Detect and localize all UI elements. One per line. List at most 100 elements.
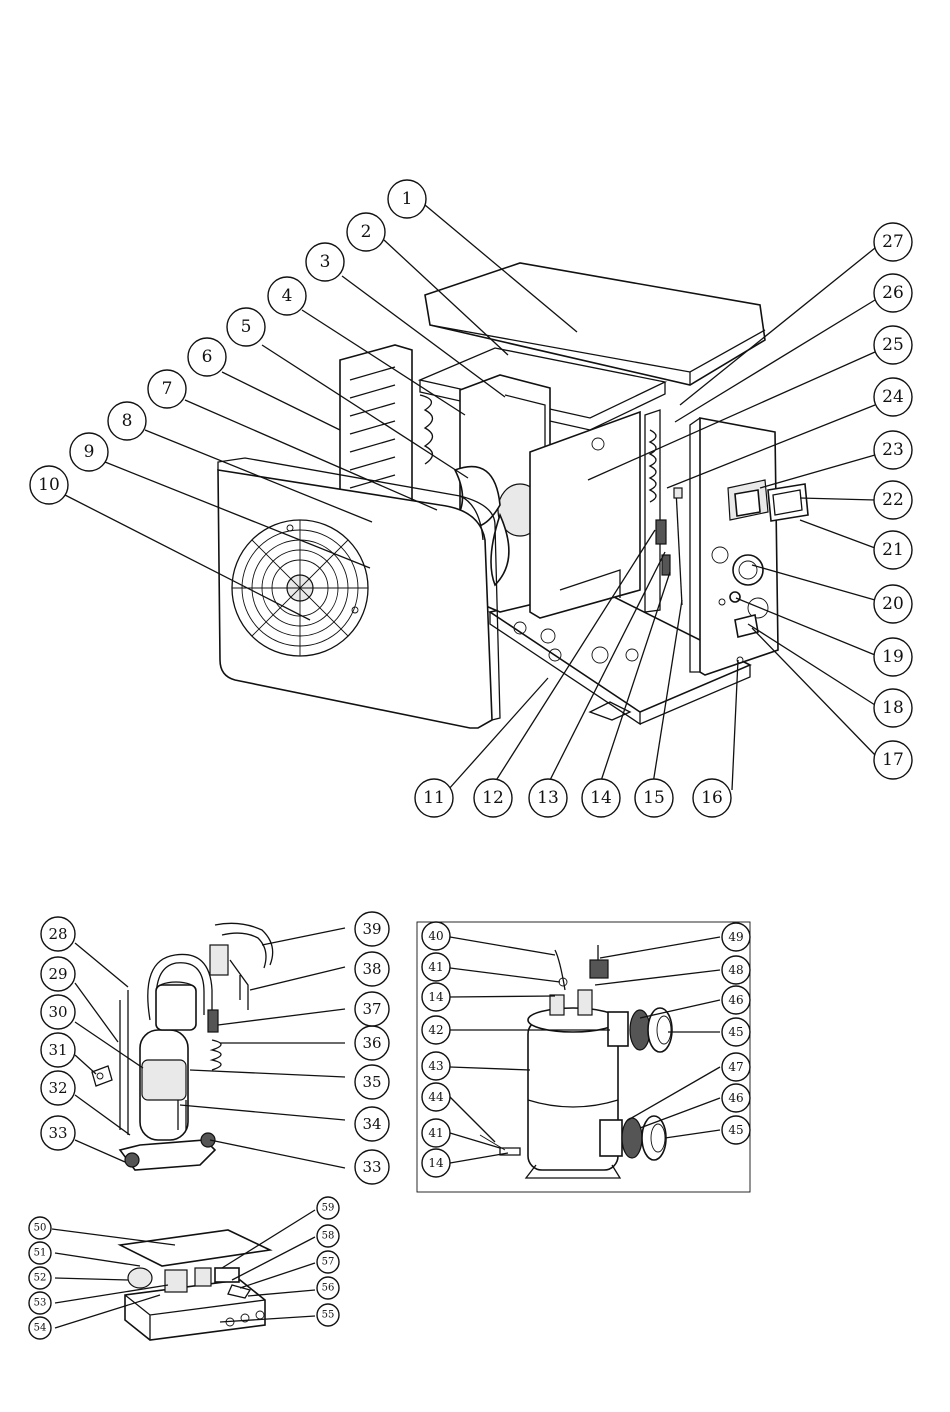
callout-46: 46	[722, 1084, 750, 1112]
callout-24: 24	[874, 378, 912, 416]
callout-19: 19	[874, 638, 912, 676]
callout-43: 43	[422, 1052, 450, 1080]
callout-51: 51	[29, 1242, 51, 1264]
callout-36: 36	[355, 1026, 389, 1060]
callout-number: 47	[728, 1060, 743, 1074]
callout-41: 41	[422, 1119, 450, 1147]
callout-number: 45	[728, 1025, 743, 1039]
callout-number: 10	[38, 475, 60, 495]
callout-32: 32	[41, 1071, 75, 1105]
callout-54: 54	[29, 1317, 51, 1339]
callout-number: 39	[362, 920, 381, 938]
callout-39: 39	[355, 912, 389, 946]
callout-37: 37	[355, 992, 389, 1026]
callout-number: 52	[34, 1273, 47, 1284]
callout-number: 4	[282, 286, 293, 306]
callout-25: 25	[874, 326, 912, 364]
callout-46: 46	[722, 986, 750, 1014]
callout-number: 35	[362, 1073, 381, 1091]
drain-ring	[730, 592, 740, 602]
callout-10: 10	[30, 466, 68, 504]
callout-number: 1	[402, 189, 413, 209]
callout-28: 28	[41, 917, 75, 951]
callout-number: 31	[48, 1041, 67, 1059]
callout-number: 11	[423, 788, 445, 808]
callout-31: 31	[41, 1033, 75, 1067]
callout-number: 29	[48, 965, 67, 983]
front-panel	[218, 470, 492, 728]
callout-50: 50	[29, 1217, 51, 1239]
callout-52: 52	[29, 1267, 51, 1289]
callout-number: 20	[882, 594, 904, 614]
callout-29: 29	[41, 957, 75, 991]
callout-41: 41	[422, 953, 450, 981]
callout-4: 4	[268, 277, 306, 315]
callout-58: 58	[317, 1225, 339, 1247]
callout-number: 42	[428, 1023, 443, 1037]
callout-number: 49	[728, 930, 743, 944]
callout-number: 19	[882, 647, 904, 667]
callout-number: 22	[882, 490, 904, 510]
callout-number: 41	[428, 1126, 443, 1140]
upper-union	[608, 1012, 628, 1046]
callout-number: 53	[34, 1298, 47, 1309]
compressor-drawing	[92, 923, 273, 1170]
callout-number: 13	[537, 788, 559, 808]
callout-number: 25	[882, 335, 904, 355]
callout-6: 6	[188, 338, 226, 376]
callout-number: 27	[882, 232, 904, 252]
callout-number: 8	[122, 411, 133, 431]
callout-13: 13	[529, 779, 567, 817]
callout-number: 48	[728, 963, 743, 977]
callout-number: 12	[482, 788, 504, 808]
callout-number: 7	[162, 379, 173, 399]
callout-number: 24	[882, 387, 904, 407]
callout-number: 57	[322, 1257, 335, 1268]
accumulator	[156, 985, 196, 1030]
callout-45: 45	[722, 1018, 750, 1046]
callout-2: 2	[347, 213, 385, 251]
callout-45: 45	[722, 1116, 750, 1144]
callout-1: 1	[388, 180, 426, 218]
callout-number: 37	[362, 1000, 381, 1018]
reversing-valve	[210, 945, 228, 975]
callout-number: 16	[701, 788, 723, 808]
callout-21: 21	[874, 531, 912, 569]
callout-16: 16	[693, 779, 731, 817]
callout-59: 59	[317, 1197, 339, 1219]
callout-number: 28	[48, 925, 67, 943]
callout-9: 9	[70, 433, 108, 471]
callout-number: 5	[241, 317, 252, 337]
callout-number: 33	[48, 1124, 67, 1142]
callout-number: 9	[84, 442, 95, 462]
callout-number: 56	[322, 1283, 335, 1294]
callout-number: 33	[362, 1158, 381, 1176]
callout-30: 30	[41, 995, 75, 1029]
callout-number: 32	[48, 1079, 67, 1097]
lower-union	[600, 1120, 622, 1156]
callout-34: 34	[355, 1107, 389, 1141]
callout-42: 42	[422, 1016, 450, 1044]
callout-33: 33	[355, 1150, 389, 1184]
callout-number: 17	[882, 750, 904, 770]
callout-number: 46	[728, 993, 743, 1007]
callout-number: 23	[882, 440, 904, 460]
callout-55: 55	[317, 1304, 339, 1326]
callout-18: 18	[874, 689, 912, 727]
callout-11: 11	[415, 779, 453, 817]
callout-40: 40	[422, 922, 450, 950]
top-cover	[425, 263, 765, 385]
callout-17: 17	[874, 741, 912, 779]
callout-number: 36	[362, 1034, 381, 1052]
callout-7: 7	[148, 370, 186, 408]
callout-number: 26	[882, 283, 904, 303]
callout-56: 56	[317, 1277, 339, 1299]
callout-8: 8	[108, 402, 146, 440]
box-lid	[120, 1230, 270, 1266]
callout-number: 43	[428, 1059, 443, 1073]
callout-number: 21	[882, 540, 904, 560]
callout-number: 14	[428, 1156, 444, 1170]
callout-number: 3	[320, 252, 331, 272]
callout-number: 54	[34, 1323, 47, 1334]
